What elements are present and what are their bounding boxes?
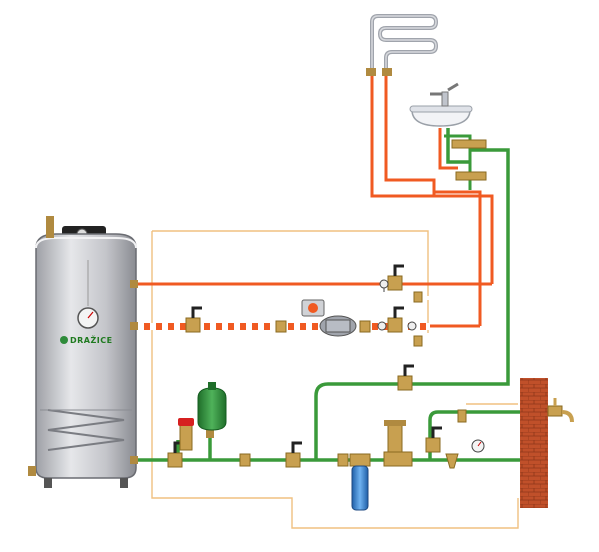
- shut-off-valve-hot: [387, 264, 404, 291]
- shut-off-valve-cold-1: [285, 441, 302, 468]
- pressure-gauge-cold: [471, 439, 485, 453]
- circulation-pump: [301, 299, 357, 337]
- expansion-vessel: [197, 382, 227, 438]
- shut-off-valve-circulation: [185, 306, 202, 333]
- shut-off-valve-circ-right: [387, 306, 404, 333]
- check-valve: [445, 453, 459, 469]
- brass-fittings: [239, 320, 371, 467]
- heat-exchanger-coil: [47, 409, 125, 451]
- towel-radiator: [366, 14, 439, 76]
- water-filter: [349, 453, 371, 511]
- tank-connections: [28, 280, 138, 476]
- shut-off-valve-tank: [167, 441, 184, 468]
- pressure-reducer: [383, 420, 413, 467]
- shut-off-valve-cold-upper: [397, 364, 414, 391]
- radiator-valve-left: [366, 68, 376, 76]
- pressure-gauge-hot: [379, 279, 389, 292]
- hot-water-pipes: [136, 76, 494, 328]
- basin-angle-valves: [451, 139, 487, 181]
- brand-logo-text: DRAŽICE: [70, 334, 113, 345]
- garden-tap: [547, 398, 574, 423]
- anode-fitting: [46, 216, 54, 238]
- brick-wall: [520, 378, 548, 508]
- brand-logo: DRAŽICE: [60, 334, 113, 345]
- radiator-valve-right: [382, 68, 392, 76]
- basin-mixer-tap: [430, 82, 459, 107]
- tank-thermometer: [77, 260, 99, 329]
- safety-valve: [178, 418, 194, 451]
- water-heater-tank: DRAŽICE: [35, 216, 137, 488]
- shut-off-valve-cold-2: [425, 426, 442, 453]
- drain-valve-cold: [457, 409, 467, 423]
- washbasin: [409, 82, 473, 127]
- pressure-gauge-circ: [377, 321, 387, 331]
- drain-valves: [413, 291, 423, 347]
- thermometer-right: [407, 321, 417, 331]
- control-wire: [151, 230, 519, 529]
